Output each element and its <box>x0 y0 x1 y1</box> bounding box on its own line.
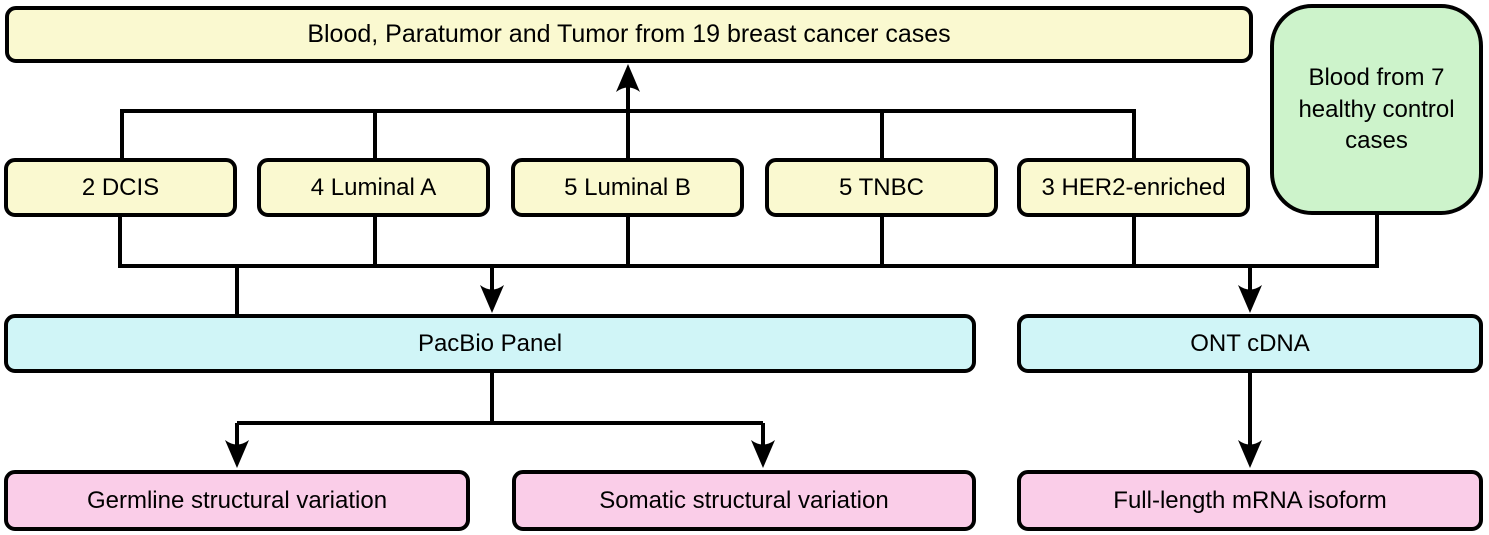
node-ont-cdna: ONT cDNA <box>1017 314 1483 373</box>
node-luminal-b-label: 5 Luminal B <box>564 173 691 201</box>
node-germline-sv: Germline structural variation <box>4 470 470 531</box>
node-somatic-sv-label: Somatic structural variation <box>599 486 889 514</box>
node-tnbc-label: 5 TNBC <box>839 173 924 201</box>
node-full-length-isoform-label: Full-length mRNA isoform <box>1113 486 1387 514</box>
arrowhead-down-to-pacbio <box>480 285 504 313</box>
node-tnbc: 5 TNBC <box>765 158 998 217</box>
arrowhead-down-to-germline <box>225 440 249 468</box>
arrowhead-down-to-ont <box>1238 285 1262 313</box>
node-dcis: 2 DCIS <box>4 158 237 217</box>
node-healthy-controls-label: Blood from 7 healthy control cases <box>1298 63 1455 155</box>
node-ont-cdna-label: ONT cDNA <box>1190 329 1310 357</box>
node-somatic-sv: Somatic structural variation <box>512 470 976 531</box>
node-source-cases-label: Blood, Paratumor and Tumor from 19 breas… <box>307 19 951 48</box>
node-pacbio-panel-label: PacBio Panel <box>417 329 563 357</box>
node-luminal-b: 5 Luminal B <box>511 158 744 217</box>
node-healthy-controls: Blood from 7 healthy control cases <box>1270 4 1483 215</box>
node-source-cases: Blood, Paratumor and Tumor from 19 breas… <box>5 6 1253 63</box>
node-dcis-label: 2 DCIS <box>81 173 160 201</box>
node-luminal-a: 4 Luminal A <box>257 158 490 217</box>
arrowhead-down-to-somatic <box>751 440 775 468</box>
connector-collector-bus <box>118 214 1379 268</box>
arrowhead-down-to-isoform <box>1238 440 1262 468</box>
node-luminal-a-label: 4 Luminal A <box>310 173 437 201</box>
connector-pacbio-split <box>237 372 763 425</box>
node-pacbio-panel: PacBio Panel <box>4 314 976 373</box>
node-her2-enriched-label: 3 HER2-enriched <box>1041 173 1226 201</box>
node-full-length-isoform: Full-length mRNA isoform <box>1017 470 1483 531</box>
arrowhead-up-to-source <box>616 64 640 92</box>
node-germline-sv-label: Germline structural variation <box>86 486 388 514</box>
node-her2-enriched: 3 HER2-enriched <box>1017 158 1250 217</box>
